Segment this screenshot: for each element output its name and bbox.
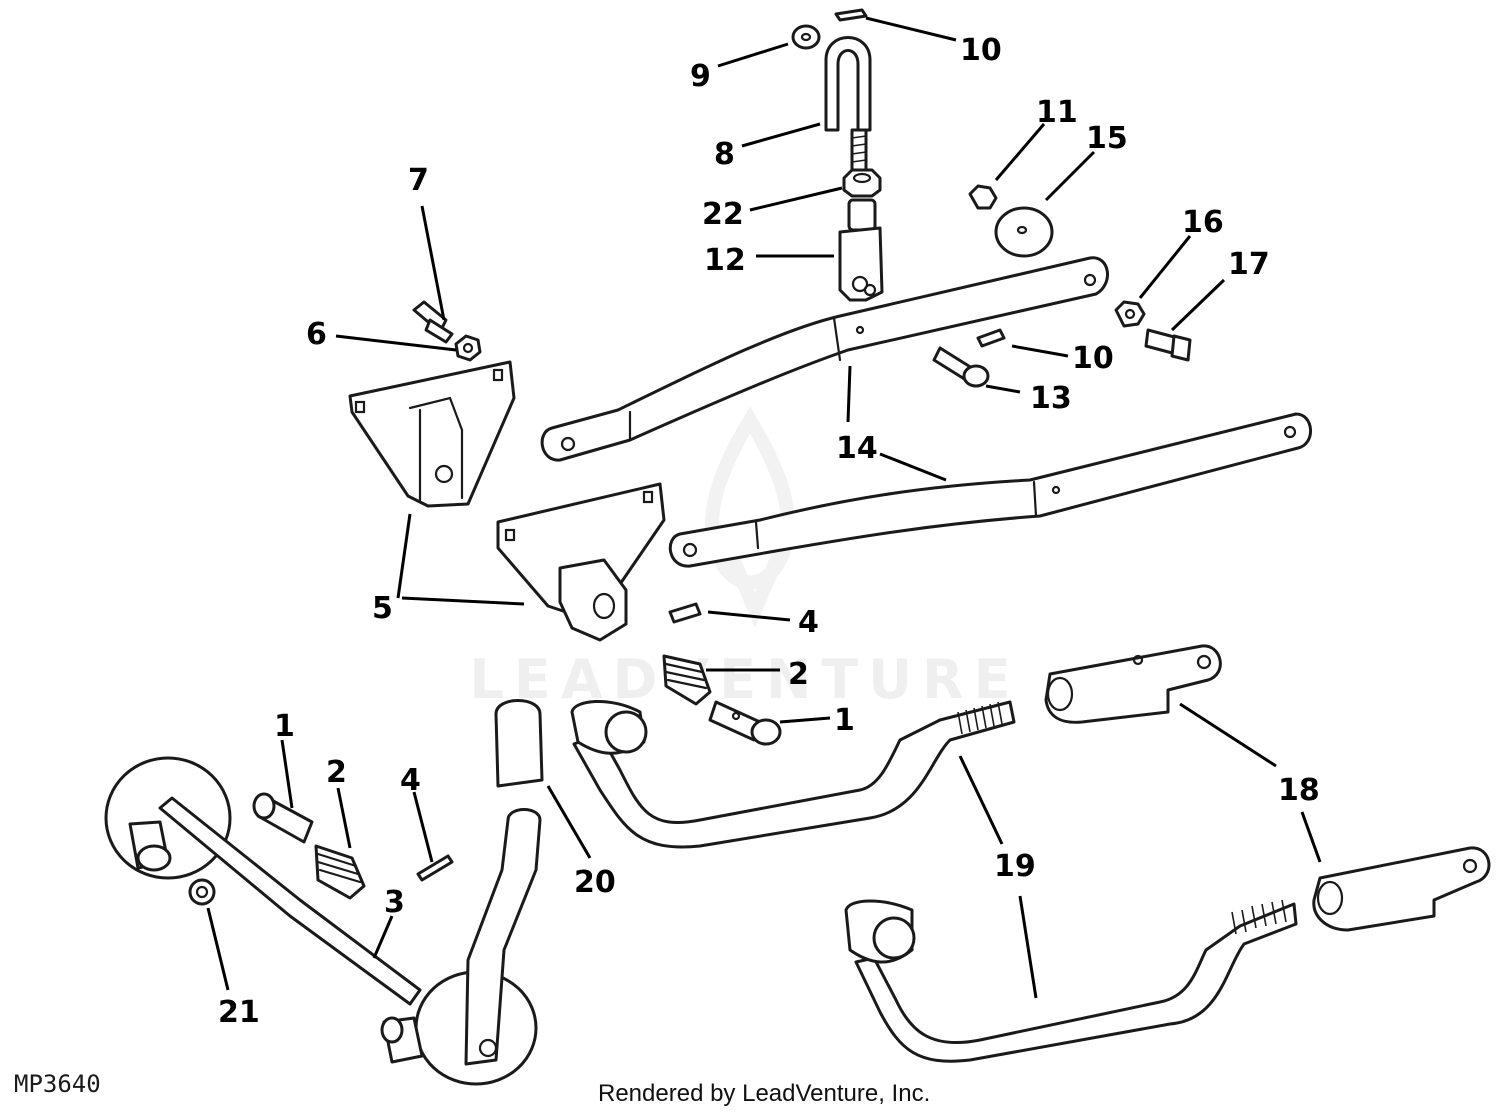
part-21-ring (188, 878, 216, 906)
part-19-shaft-lower (844, 899, 1298, 1063)
callout-5: 5 (372, 591, 393, 626)
part-4-roll-pin-left (416, 854, 454, 882)
callout-3: 3 (384, 885, 405, 920)
part-14-upper-link (540, 256, 1109, 462)
part-10-cotter-pin-mid (976, 328, 1006, 348)
callout-17: 17 (1228, 247, 1270, 282)
part-11-nut (968, 184, 998, 210)
callout-6: 6 (306, 317, 327, 352)
part-13-pin (932, 346, 990, 388)
callout-8: 8 (714, 137, 735, 172)
figure-code: MP3640 (14, 1070, 101, 1098)
part-18-clevis-lower (1312, 846, 1491, 932)
part-20-pedal-pad (494, 699, 544, 788)
part-4-roll-pin-right (668, 602, 702, 624)
part-16-nut (1114, 300, 1146, 328)
part-8-eyebolt (824, 36, 872, 174)
callout-1-left: 1 (274, 709, 295, 744)
leader-lines (206, 16, 1322, 999)
callout-4-left: 4 (400, 763, 421, 798)
callouts: 9 10 8 22 12 11 15 16 17 10 13 14 7 6 5 … (218, 33, 1320, 1030)
callout-18: 18 (1278, 773, 1320, 808)
callout-11: 11 (1036, 95, 1078, 130)
part-17-bolt (1144, 328, 1192, 362)
callout-2-right: 2 (788, 657, 809, 692)
callout-15: 15 (1086, 121, 1128, 156)
callout-9: 9 (690, 59, 711, 94)
callout-14: 14 (836, 431, 878, 466)
callout-7: 7 (408, 163, 429, 198)
part-15-washer (994, 206, 1054, 258)
callout-12: 12 (704, 243, 746, 278)
callout-19: 19 (994, 849, 1036, 884)
part-2-spring-right (662, 654, 712, 706)
callout-22: 22 (702, 197, 744, 232)
part-10-cotter-pin-top (834, 8, 868, 22)
watermark: LEADVENTURE (470, 406, 1021, 711)
part-9-washer (791, 24, 821, 50)
callout-10-top: 10 (960, 33, 1002, 68)
part-7-bolt (412, 300, 454, 344)
part-14-lower-link (668, 412, 1312, 568)
callout-1-right: 1 (834, 703, 855, 738)
part-1-pin-right (708, 700, 782, 746)
callout-4-right: 4 (798, 605, 819, 640)
part-1-pin-left (252, 792, 314, 844)
part-18-clevis-upper (1044, 644, 1222, 724)
part-5-bracket-left (348, 360, 516, 508)
render-credit: Rendered by LeadVenture, Inc. (598, 1080, 931, 1107)
part-19-shaft-upper (570, 700, 1016, 849)
callout-21: 21 (218, 995, 260, 1030)
callout-20: 20 (574, 865, 616, 900)
part-pedal-arm (464, 808, 542, 1066)
part-22-nut (842, 168, 882, 198)
callout-10-mid: 10 (1072, 341, 1114, 376)
part-12-clevis (838, 198, 884, 302)
part-5-bracket-right (496, 482, 666, 642)
callout-2-left: 2 (326, 755, 347, 790)
part-3-crank-rod (104, 756, 538, 1086)
callout-13: 13 (1030, 381, 1072, 416)
watermark-logo (705, 406, 795, 628)
part-2-spring-left (314, 844, 366, 900)
part-6-nut (454, 334, 482, 362)
callout-16: 16 (1182, 205, 1224, 240)
watermark-text: LEADVENTURE (470, 648, 1021, 711)
